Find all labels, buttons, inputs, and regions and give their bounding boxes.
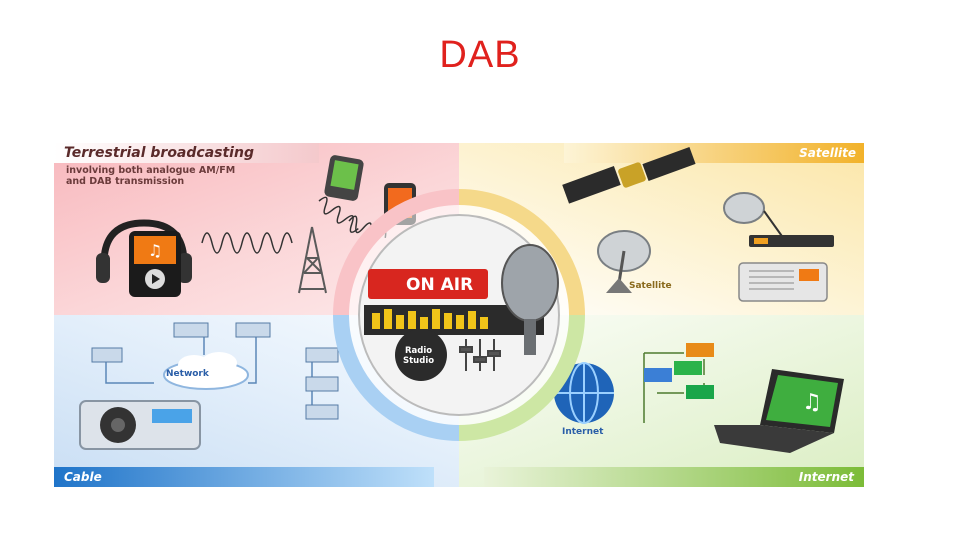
mobile-phone-icon xyxy=(324,155,364,201)
radio-studio-label: Radio Studio xyxy=(403,346,435,366)
satellite-dish-icon xyxy=(597,230,651,293)
satellite-dish-label: Satellite xyxy=(629,281,672,291)
on-air-label: ON AIR xyxy=(406,275,473,295)
receiver-icon xyxy=(749,235,834,247)
monitor-icon xyxy=(644,343,714,399)
terrestrial-subtitle: involving both analogue AM/FM and DAB tr… xyxy=(66,165,236,187)
studio-badge-icon xyxy=(395,329,447,381)
laptop-icon: ♫ xyxy=(714,369,844,453)
cloud-icon xyxy=(163,352,249,390)
svg-text:♫: ♫ xyxy=(148,241,162,260)
satellite-icon xyxy=(562,146,696,204)
on-air-sign-icon xyxy=(368,269,488,299)
modem-icon xyxy=(91,322,339,420)
mixer-slider-icon xyxy=(459,339,501,371)
cable-footer-band xyxy=(54,467,434,487)
internet-globe-label: Internet xyxy=(562,427,604,437)
network-cloud-label: Network xyxy=(166,369,209,379)
speaker-radio-icon xyxy=(79,400,201,450)
svg-text:♫: ♫ xyxy=(802,390,822,415)
dab-diagram: ♫ xyxy=(54,143,864,487)
internet-footer-band xyxy=(484,467,864,487)
slide-title: DAB xyxy=(439,34,521,76)
globe-icon xyxy=(554,362,614,424)
cable-title: Cable xyxy=(64,470,102,484)
transmission-tower-icon xyxy=(298,226,327,294)
terrestrial-header-band xyxy=(54,143,319,163)
microphone-icon xyxy=(501,244,559,355)
radio-icon xyxy=(738,262,828,302)
diagram-artwork: ♫ xyxy=(79,146,844,453)
internet-title: Internet xyxy=(798,470,854,484)
satellite-header-band xyxy=(564,143,864,163)
satellite-title: Satellite xyxy=(799,146,856,160)
terrestrial-title: Terrestrial broadcasting xyxy=(64,145,254,161)
small-dish-icon xyxy=(723,192,785,240)
mp3-player-icon: ♫ xyxy=(96,219,192,297)
